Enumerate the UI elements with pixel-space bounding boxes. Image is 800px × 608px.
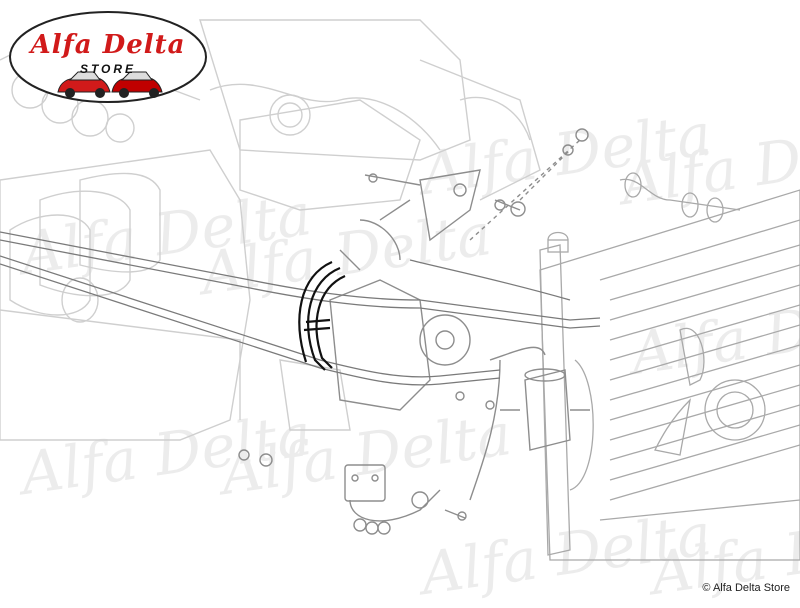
hose-lower [569,359,594,491]
injection-lines [339,199,411,271]
filter-canister [524,369,571,451]
engine-block [0,149,251,441]
starter [279,359,351,431]
engine-rear-top [419,59,541,201]
fuel-line-right [489,346,546,361]
classic-alfa-romeo-cars-icon [57,71,163,98]
long-line-lower-b [0,263,501,386]
left-cylinder-b [39,190,131,297]
radiator-filler-neck [547,231,569,241]
washer-top [562,144,574,156]
highlighted-seal-2 [315,274,346,369]
pump-pulley [419,314,471,366]
logo-title: Alfa Delta [30,30,186,60]
logo-subtitle: STORE [79,62,137,76]
bolt-1 [364,174,421,186]
logo-badge [9,11,207,103]
nut-left [238,449,250,461]
long-line-upper-a [0,231,601,321]
oil-filler-cap [269,94,311,136]
return-line [409,259,571,301]
sensor-connector [411,491,429,509]
sensor-block [344,464,386,502]
highlighted-seal-1 [307,266,341,371]
fan-blade-lower [654,398,692,456]
screw [444,509,466,519]
fan-blade-upper [679,327,705,386]
pump-bracket [419,169,481,242]
long-line-lower-a [0,255,501,378]
intake-pipes [209,83,441,151]
copyright-notice: © Alfa Delta Store [702,582,790,594]
dashed-guide-mid [519,149,571,201]
radiator-core-lines [609,244,800,501]
fan-hub [704,379,766,441]
dashed-guide-top [469,139,581,241]
mount-bracket [61,277,99,323]
left-cylinder-a [9,214,91,316]
fuel-line-down [469,359,501,501]
nut-top [575,128,589,142]
pump-body [329,279,431,411]
radiator-left-tank [539,244,571,556]
highlighted-seal-3 [298,260,333,363]
long-line-upper-b [0,239,601,329]
radiator-frame [539,189,800,561]
valve-cover [239,99,421,211]
store-logo[interactable]: Alfa Delta STORE [8,10,208,104]
left-cylinder-c [79,172,161,273]
sensor-wire [349,489,441,522]
washer-left [259,453,273,467]
